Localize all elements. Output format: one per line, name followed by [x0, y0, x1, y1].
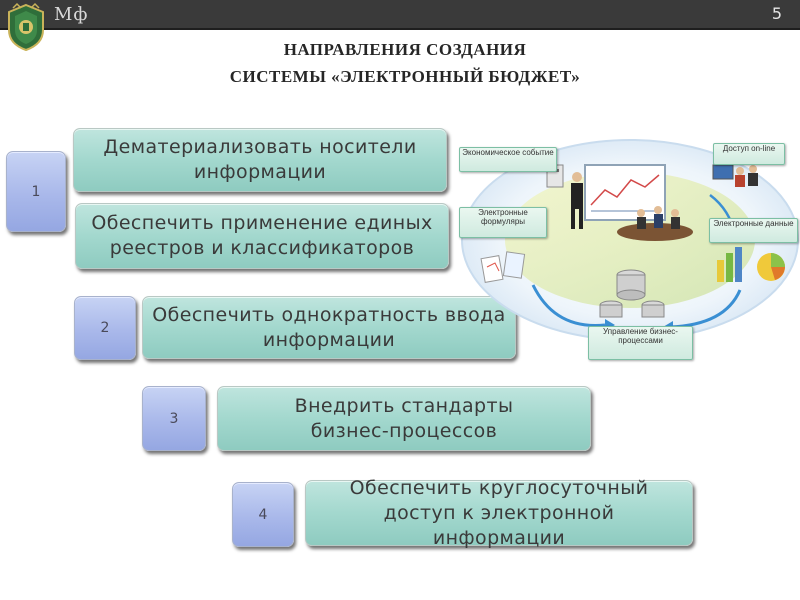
slide-title-line2: СИСТЕМЫ «ЭЛЕКТРОННЫЙ БЮДЖЕТ»	[229, 67, 581, 86]
direction-item-registries: Обеспечить применение единых реестров и …	[75, 203, 449, 269]
slide-title-line1: НАПРАВЛЕНИЯ СОЗДАНИЯ	[283, 40, 527, 59]
step-number-2: 2	[74, 296, 136, 360]
label-access-online: Доступ on-line	[713, 143, 785, 165]
direction-item-24-7-access: Обеспечить круглосуточный доступ к элект…	[305, 477, 693, 549]
direction-item-standards: Внедрить стандарты бизнес-процессов	[217, 386, 591, 451]
label-electronic-data: Электронные данные	[709, 218, 798, 243]
label-business-process-management: Управление бизнес-процессами	[588, 326, 693, 360]
brand-logo-text: Мф	[54, 4, 89, 25]
step-number-4: 4	[232, 482, 294, 547]
emblem-icon	[8, 2, 44, 52]
direction-item-single-entry: Обеспечить однократность ввода информаци…	[142, 296, 516, 359]
label-economic-event: Экономическое событие	[459, 147, 557, 172]
label-electronic-forms: Электронные формуляры	[459, 207, 547, 238]
direction-item-dematerialize: Дематериализовать носители информации	[73, 128, 447, 192]
top-bar: Мф 5	[0, 0, 800, 30]
system-diagram	[461, 139, 799, 341]
slide-number: 5	[771, 4, 782, 23]
step-number-1: 1	[6, 151, 66, 232]
step-number-3: 3	[142, 386, 206, 451]
